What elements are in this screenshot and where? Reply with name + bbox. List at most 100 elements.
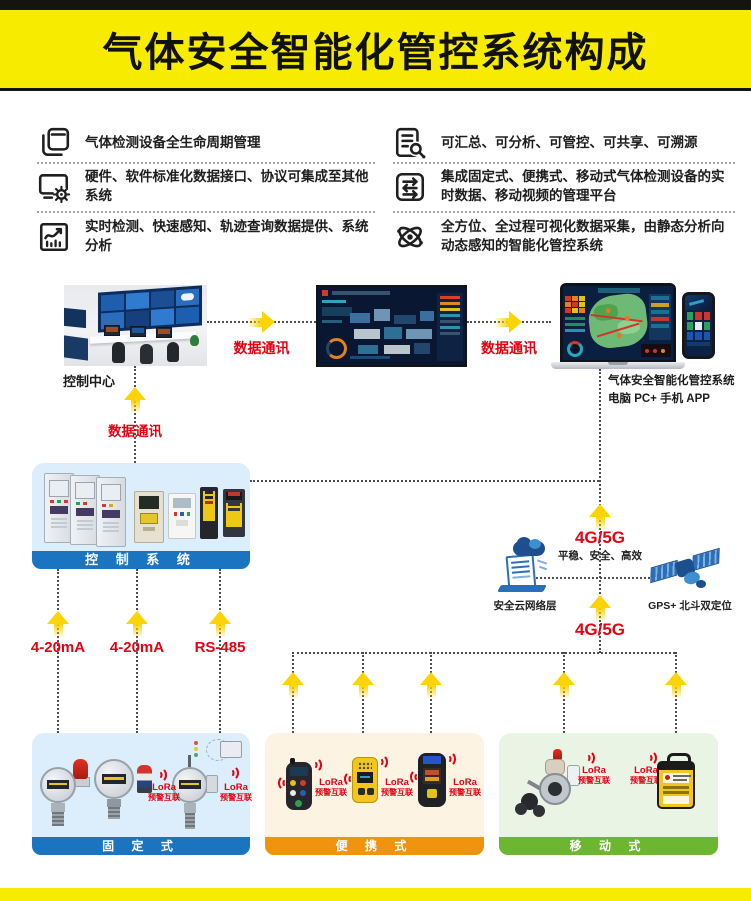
control-system-banner: 控 制 系 统	[32, 551, 250, 569]
separator	[393, 211, 735, 213]
lora-label: LoRa 预警互联	[630, 765, 662, 786]
side-screen	[64, 335, 88, 361]
fixed-section-box: LoRa 预警互联 LoRa 预警互联 固 定 式	[32, 733, 252, 855]
detector-head	[94, 759, 134, 799]
map-area	[586, 291, 650, 351]
feature-item: 集成固定式、便携式、移动式气体检测设备的实时数据、移动视频的管理平台	[393, 166, 735, 208]
feature-text: 硬件、软件标准化数据接口、协议可集成至其他系统	[85, 169, 369, 203]
connector-line	[134, 366, 136, 463]
feature-text: 全方位、全过程可视化数据采集，由静态分析向动态感知的智能化管控系统	[441, 219, 725, 253]
flow-arrow-up	[126, 611, 148, 638]
plant-3d-area	[350, 307, 436, 357]
mobile-case	[657, 753, 695, 809]
feature-item: 实时检测、快速感知、轨迹查询数据提供、系统分析	[37, 215, 379, 259]
mobile-robot	[515, 749, 591, 823]
sound-waves-icon	[314, 757, 327, 773]
copy-icon	[37, 126, 71, 160]
flow-arrow-up	[282, 672, 304, 699]
control-center-image	[64, 285, 207, 366]
wireless-module-sketch	[190, 739, 244, 769]
chair	[140, 344, 153, 364]
sound-waves-icon	[448, 751, 461, 767]
sound-waves-icon	[380, 754, 393, 770]
portable-detector	[352, 757, 378, 803]
gps-label: GPS+ 北斗双定位	[648, 600, 732, 612]
laptop-base	[551, 362, 685, 369]
laptop-lid	[560, 283, 676, 363]
signal-label: 4-20mA	[30, 639, 86, 656]
header-top-bar	[0, 0, 751, 10]
feature-item: 可汇总、可分析、可管控、可共享、可溯源	[393, 122, 735, 164]
secure-cloud-label: 安全云网络层	[493, 600, 557, 612]
din-controller	[223, 489, 245, 537]
flow-arrow-right	[494, 311, 522, 333]
laptop-image	[551, 283, 685, 369]
plant	[190, 335, 199, 346]
lora-label: LoRa 预警互联	[220, 782, 252, 803]
feature-item: 全方位、全过程可视化数据采集，由静态分析向动态感知的智能化管控系统	[393, 215, 735, 259]
sound-waves-icon	[405, 769, 418, 785]
document-search-icon	[393, 126, 427, 160]
cellular-label: 4G/5G	[574, 528, 626, 547]
connector-line	[250, 480, 599, 482]
separator	[37, 211, 375, 213]
header-underline	[0, 88, 751, 91]
lora-label: LoRa 预警互联	[381, 777, 413, 798]
cellular-label: 4G/5G	[574, 620, 626, 639]
platform-label-line2: 电脑 PC+ 手机 APP	[608, 393, 710, 406]
lora-label: LoRa 预警互联	[578, 765, 610, 786]
feature-item: 气体检测设备全生命周期管理	[37, 122, 379, 164]
satellite-icon	[650, 547, 720, 596]
flow-arrow-up	[553, 672, 575, 699]
flow-arrow-up	[589, 504, 611, 531]
connector-line	[136, 569, 138, 733]
sound-waves-icon	[587, 750, 600, 766]
detector-head	[172, 767, 208, 803]
control-center-label: 控制中心	[63, 374, 116, 389]
chair	[167, 342, 179, 362]
chair	[112, 342, 125, 363]
lora-label: LoRa 预警互联	[449, 777, 481, 798]
flow-arrow-up	[124, 387, 146, 414]
document-sliders-icon	[393, 170, 427, 204]
fixed-detector	[172, 755, 218, 835]
flow-arrow-up	[665, 672, 687, 699]
wall-controller	[168, 493, 196, 539]
fixed-detector	[94, 757, 152, 823]
monitor-gear-icon	[37, 170, 71, 204]
lora-label: LoRa 预警互联	[315, 777, 347, 798]
feature-text: 气体检测设备全生命周期管理	[85, 134, 261, 150]
siren-beacon	[137, 765, 152, 793]
flow-arrow-right	[247, 311, 275, 333]
portable-section-banner: 便 携 式	[265, 837, 484, 855]
detector-head	[40, 767, 76, 803]
connector-line	[532, 577, 662, 579]
data-comm-label: 数据通讯	[233, 340, 290, 356]
control-system-equipment	[32, 463, 250, 551]
feature-item: 硬件、软件标准化数据接口、协议可集成至其他系统	[37, 166, 379, 208]
fixed-detector	[40, 759, 90, 829]
control-cabinet	[44, 473, 74, 543]
flow-arrow-up	[209, 611, 231, 638]
desk-monitor	[104, 325, 120, 336]
mobile-section-box: LoRa 预警互联 LoRa 预警互联 移 动 式	[499, 733, 718, 855]
lora-label: LoRa 预警互联	[148, 782, 180, 803]
platform-label-line1: 气体安全智能化管控系统	[608, 375, 735, 387]
plant-dashboard-image	[316, 285, 467, 367]
cellular-qualities-label: 平稳、安全、高效	[558, 550, 642, 562]
mobile-section-banner: 移 动 式	[499, 837, 718, 855]
control-cabinet	[96, 477, 126, 547]
separator	[37, 162, 375, 164]
flow-arrow-up	[352, 672, 374, 699]
secure-cloud-icon	[497, 537, 553, 596]
fixed-section-banner: 固 定 式	[32, 837, 250, 855]
flow-arrow-up	[47, 611, 69, 638]
phone-image	[682, 292, 715, 359]
siren	[73, 759, 88, 779]
flow-arrow-up	[420, 672, 442, 699]
platform-label: 气体安全智能化管控系统 电脑 PC+ 手机 APP	[608, 372, 751, 409]
connector-line	[57, 569, 59, 733]
portable-detector	[286, 758, 312, 810]
feature-text: 实时检测、快速感知、轨迹查询数据提供、系统分析	[85, 219, 369, 253]
atom-icon	[393, 220, 427, 254]
